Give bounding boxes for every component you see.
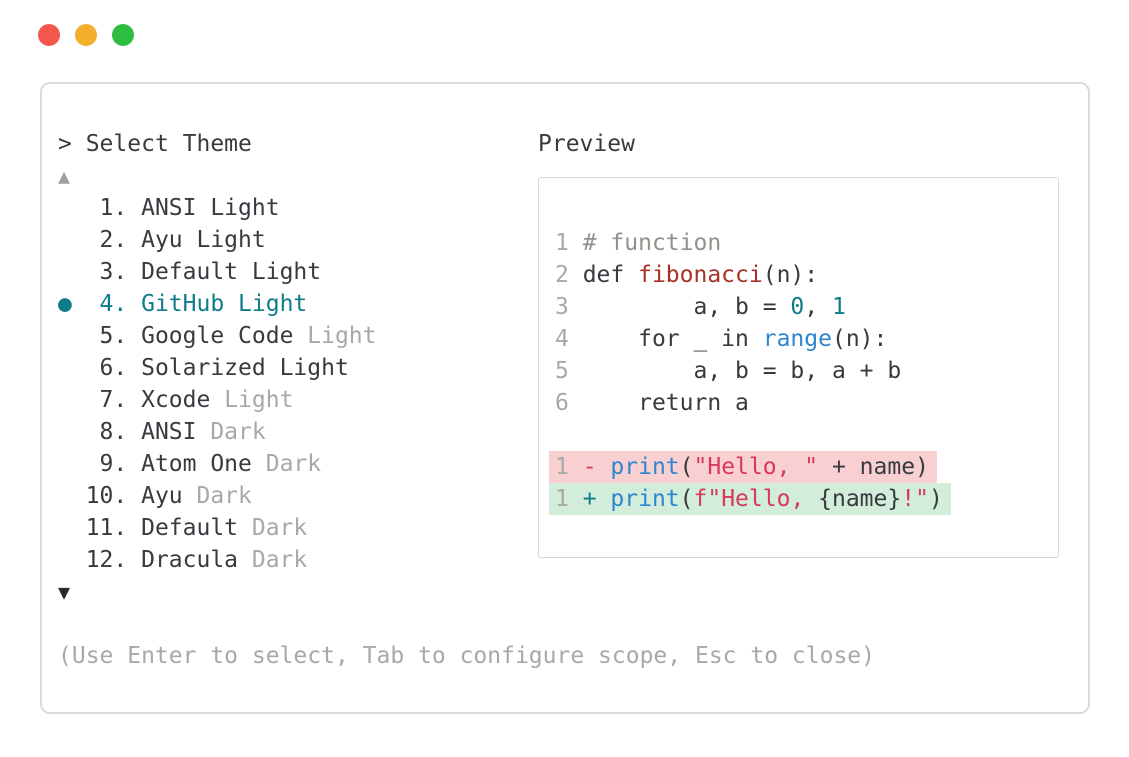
code-line-content: 2 def fibonacci(n): — [555, 262, 819, 288]
theme-item-label: Dracula — [141, 547, 239, 573]
theme-item-number: 12. — [85, 547, 142, 573]
scroll-down-icon: ▼ — [58, 580, 71, 604]
theme-item-label: Ayu — [141, 483, 183, 509]
window-controls — [38, 24, 134, 46]
marker-space — [58, 515, 86, 541]
theme-item-suffix: Dark — [196, 419, 266, 445]
code-line-content: 1 - print("Hello, " + name) — [549, 451, 937, 483]
code-preview: 1 # function 2 def fibonacci(n): 3 a, b = … — [538, 177, 1059, 558]
code-line-content: 3 a, b = 0, 1 — [555, 294, 846, 320]
theme-item-number: 11. — [85, 515, 142, 541]
marker-space — [58, 195, 86, 221]
theme-item-label: Default — [141, 515, 239, 541]
code-line — [555, 419, 1058, 451]
theme-item-suffix: Dark — [182, 483, 252, 509]
prompt-chevron-icon: > — [58, 131, 86, 157]
theme-item-xcode[interactable]: 7. Xcode Light — [58, 384, 528, 416]
theme-list-panel: > Select Theme ▲ 1. ANSI Light 2. Ayu Li… — [58, 128, 875, 672]
code-line: 3 a, b = 0, 1 — [555, 291, 1058, 323]
theme-item-label: Google Code — [141, 323, 294, 349]
theme-item-label: Solarized Light — [141, 355, 349, 381]
theme-item-ansi-light[interactable]: 1. ANSI Light — [58, 192, 528, 224]
theme-list: 1. ANSI Light 2. Ayu Light 3. Default Li… — [58, 192, 528, 576]
theme-item-github-light[interactable]: ● 4. GitHub Light — [58, 288, 528, 320]
theme-item-label: Ayu Light — [141, 227, 266, 253]
theme-item-number: 4. — [85, 291, 142, 317]
close-button[interactable] — [38, 24, 60, 46]
theme-item-solarized-light[interactable]: 6. Solarized Light — [58, 352, 528, 384]
code-line: 2 def fibonacci(n): — [555, 259, 1058, 291]
theme-item-label: Atom One — [141, 451, 252, 477]
theme-item-suffix: Light — [210, 387, 294, 413]
marker-space — [58, 323, 86, 349]
theme-item-number: 10. — [85, 483, 142, 509]
theme-item-number: 6. — [85, 355, 142, 381]
theme-item-default[interactable]: 11. Default Dark — [58, 512, 528, 544]
scroll-up-icon: ▲ — [58, 164, 71, 188]
theme-item-number: 5. — [85, 323, 142, 349]
code-line: 6 return a — [555, 387, 1058, 419]
marker-space — [58, 419, 86, 445]
theme-item-label: Default Light — [141, 259, 322, 285]
diff-added-line: 1 + print(f"Hello, {name}!") — [549, 483, 1058, 515]
theme-item-ayu[interactable]: 10. Ayu Dark — [58, 480, 528, 512]
theme-item-label: ANSI — [141, 419, 197, 445]
minimize-button[interactable] — [75, 24, 97, 46]
selected-bullet-icon: ● — [58, 291, 86, 317]
code-line: 1 # function — [555, 227, 1058, 259]
theme-item-number: 9. — [85, 451, 142, 477]
theme-item-google-code[interactable]: 5. Google Code Light — [58, 320, 528, 352]
marker-space — [58, 451, 86, 477]
theme-item-label: GitHub Light — [141, 291, 308, 317]
code-line-content: 4 for _ in range(n): — [555, 326, 888, 352]
theme-item-dracula[interactable]: 12. Dracula Dark — [58, 544, 528, 576]
theme-item-number: 1. — [85, 195, 142, 221]
marker-space — [58, 387, 86, 413]
marker-space — [58, 547, 86, 573]
code-line-content: 1 + print(f"Hello, {name}!") — [549, 483, 951, 515]
theme-item-suffix: Dark — [251, 451, 322, 477]
theme-picker-dialog: > Select Theme ▲ 1. ANSI Light 2. Ayu Li… — [40, 82, 1090, 714]
theme-item-ayu-light[interactable]: 2. Ayu Light — [58, 224, 528, 256]
theme-item-ansi[interactable]: 8. ANSI Dark — [58, 416, 528, 448]
theme-item-number: 2. — [85, 227, 142, 253]
theme-item-number: 3. — [85, 259, 142, 285]
dialog-title: > Select Theme — [58, 128, 528, 160]
keyboard-hint: (Use Enter to select, Tab to configure s… — [58, 643, 875, 669]
marker-space — [58, 355, 86, 381]
preview-title: Preview — [538, 131, 635, 157]
theme-item-label: ANSI Light — [141, 195, 280, 221]
theme-item-atom-one[interactable]: 9. Atom One Dark — [58, 448, 528, 480]
zoom-button[interactable] — [112, 24, 134, 46]
code-line: 5 a, b = b, a + b — [555, 355, 1058, 387]
marker-space — [58, 483, 86, 509]
code-line: 4 for _ in range(n): — [555, 323, 1058, 355]
theme-item-number: 7. — [85, 387, 142, 413]
theme-item-default-light[interactable]: 3. Default Light — [58, 256, 528, 288]
code-line-content: 1 # function — [555, 230, 722, 256]
marker-space — [58, 227, 86, 253]
theme-item-number: 8. — [85, 419, 142, 445]
code-line-content: 5 a, b = b, a + b — [555, 358, 902, 384]
dialog-title-label: Select Theme — [85, 131, 252, 157]
diff-removed-line: 1 - print("Hello, " + name) — [549, 451, 1058, 483]
theme-item-suffix: Dark — [238, 547, 308, 573]
theme-item-suffix: Light — [293, 323, 377, 349]
marker-space — [58, 259, 86, 285]
preview-panel: Preview 1 # function 2 def fibonacci(n): 3… — [538, 128, 1064, 558]
theme-item-suffix: Dark — [238, 515, 308, 541]
theme-item-label: Xcode — [141, 387, 211, 413]
spacer-row — [58, 608, 528, 640]
code-line-content: 6 return a — [555, 390, 749, 416]
